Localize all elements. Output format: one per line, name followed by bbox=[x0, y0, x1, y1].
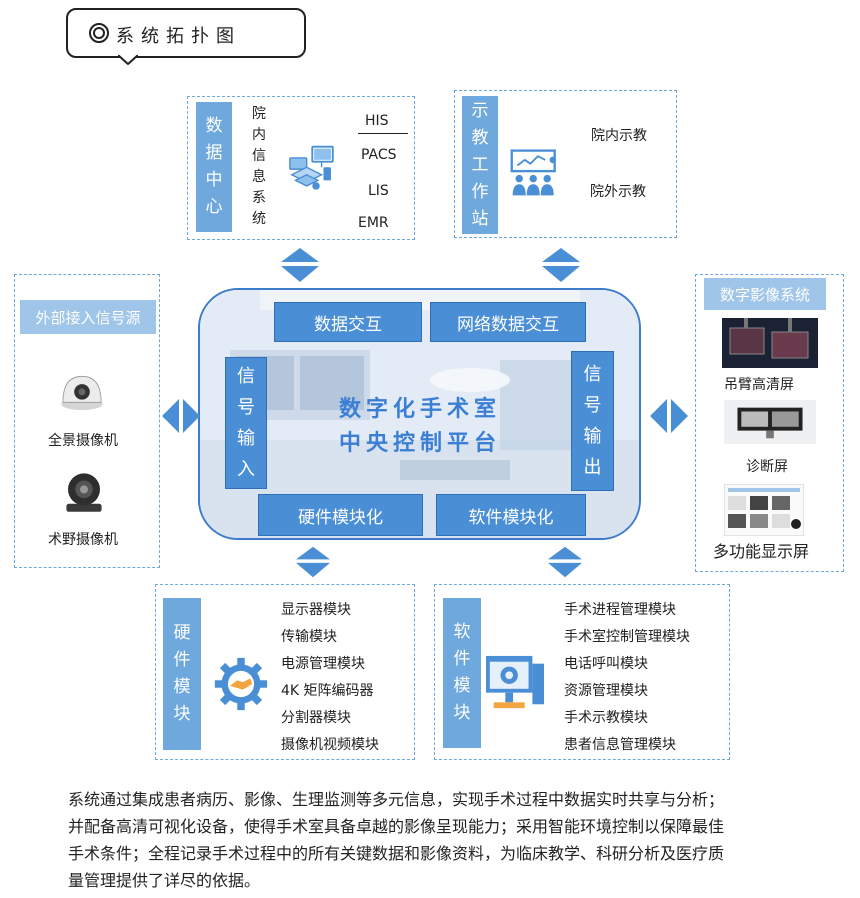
hardware-modular-tag: 硬件模块化 bbox=[258, 494, 423, 536]
arrow-updown-teaching bbox=[542, 248, 580, 282]
external-signal-label: 外部接入信号源 bbox=[20, 300, 156, 334]
title-notch bbox=[118, 55, 138, 65]
system-his: HIS bbox=[365, 113, 389, 129]
platform-title-line1: 数字化手术室 bbox=[338, 397, 501, 422]
system-pacs: PACS bbox=[361, 147, 397, 163]
platform-title-line2: 中央控制平台 bbox=[338, 431, 501, 456]
teaching-label: 示教工作站 bbox=[462, 96, 498, 234]
description-paragraph: 系统通过集成患者病历、影像、生理监测等多元信息，实现手术过程中数据实时共享与分析… bbox=[68, 786, 828, 894]
multifunction-screen-label: 多功能显示屏 bbox=[713, 542, 810, 561]
software-item-or-control: 手术室控制管理模块 bbox=[564, 629, 690, 645]
boom-hd-screen-label: 吊臂高清屏 bbox=[724, 377, 794, 393]
data-center-label: 数据中心 bbox=[196, 102, 232, 232]
hardware-item-transmission: 传输模块 bbox=[281, 629, 337, 645]
dome-camera-icon bbox=[61, 375, 103, 411]
data-devices-icon bbox=[289, 145, 334, 190]
signal-input-tag: 信号输入 bbox=[225, 357, 267, 489]
digital-imaging-label: 数字影像系统 bbox=[704, 278, 826, 310]
hardware-item-splitter: 分割器模块 bbox=[281, 710, 351, 726]
arrow-updown-datacenter bbox=[281, 248, 319, 282]
description-line-4: 量管理提供了详尽的依据。 bbox=[68, 871, 261, 890]
hardware-item-matrix: 4K 矩阵编码器 bbox=[281, 683, 374, 699]
target-icon bbox=[89, 23, 109, 43]
system-lis: LIS bbox=[368, 183, 389, 199]
hardware-item-display: 显示器模块 bbox=[281, 602, 351, 618]
software-item-resource: 资源管理模块 bbox=[564, 683, 648, 699]
multifunction-screen-image bbox=[724, 484, 804, 536]
description-line-2: 并配备高清可视化设备，使得手术室具备卓越的影像呈现能力；采用智能环境控制以保障最… bbox=[68, 817, 725, 836]
page-title: 系统拓扑图 bbox=[116, 26, 241, 47]
panoramic-camera-label: 全景摄像机 bbox=[48, 433, 118, 449]
data-exchange-tag: 数据交互 bbox=[274, 302, 422, 342]
software-item-progress: 手术进程管理模块 bbox=[564, 602, 676, 618]
description-line-1: 系统通过集成患者病历、影像、生理监测等多元信息，实现手术过程中数据实时共享与分析… bbox=[68, 790, 725, 809]
arrow-leftright-external bbox=[162, 399, 200, 433]
software-box bbox=[434, 584, 730, 760]
computer-gear-icon bbox=[486, 655, 544, 709]
network-data-exchange-tag: 网络数据交互 bbox=[430, 302, 586, 342]
software-item-patient: 患者信息管理模块 bbox=[564, 737, 676, 753]
hospital-info-system-label: 院内信息系统 bbox=[252, 106, 266, 227]
hardware-item-power: 电源管理模块 bbox=[281, 656, 365, 672]
gear-handshake-icon bbox=[214, 657, 268, 711]
diagnostic-screen-image bbox=[724, 400, 816, 444]
diagnostic-screen-label: 诊断屏 bbox=[746, 459, 788, 475]
hardware-label: 硬件模块 bbox=[163, 598, 201, 750]
his-underline bbox=[358, 133, 408, 134]
description-line-3: 手术条件；全程记录手术过程中的所有关键数据和影像资料，为临床教学、科研分析及医疗… bbox=[68, 844, 725, 863]
software-item-phone: 电话呼叫模块 bbox=[564, 656, 648, 672]
boom-monitor-image bbox=[722, 318, 818, 368]
platform-title: 数字化手术室 中央控制平台 bbox=[300, 393, 540, 461]
surgical-camera-label: 术野摄像机 bbox=[48, 532, 118, 548]
signal-output-tag: 信号输出 bbox=[571, 351, 614, 491]
system-emr: EMR bbox=[358, 215, 389, 231]
arrow-updown-hardware bbox=[296, 546, 330, 578]
software-item-teaching: 手术示教模块 bbox=[564, 710, 648, 726]
hardware-item-camera-video: 摄像机视频模块 bbox=[281, 737, 379, 753]
title-tab: 系统拓扑图 bbox=[66, 8, 306, 58]
teaching-inner: 院内示教 bbox=[591, 128, 647, 144]
arrow-leftright-imaging bbox=[650, 399, 688, 433]
ptz-camera-icon bbox=[66, 473, 102, 512]
teaching-outer: 院外示教 bbox=[590, 184, 646, 200]
software-label: 软件模块 bbox=[443, 598, 481, 748]
arrow-updown-software bbox=[548, 546, 582, 578]
software-modular-tag: 软件模块化 bbox=[436, 494, 586, 536]
presentation-icon bbox=[510, 149, 557, 196]
